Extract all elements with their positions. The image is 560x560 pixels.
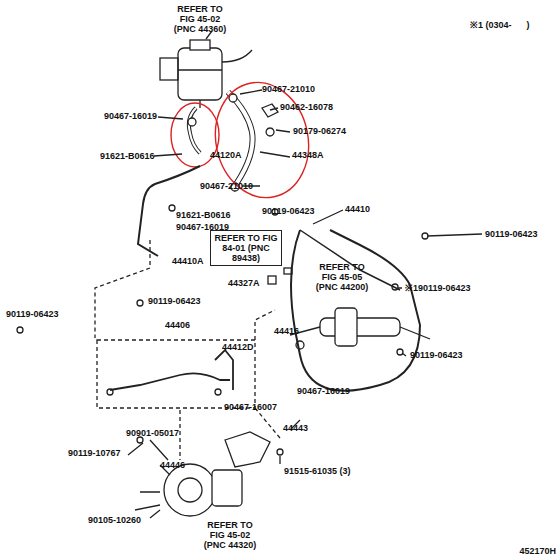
- part-number: 90105-10260: [88, 515, 141, 525]
- part-number: 90119-06423: [6, 309, 59, 319]
- part-number: ※190119-06423: [405, 283, 471, 293]
- part-number: 90119-10767: [68, 448, 121, 458]
- part-number: 91621-B0616: [176, 210, 231, 220]
- part-number: 44412D: [222, 342, 254, 352]
- part-number: 44120A: [210, 150, 242, 160]
- part-number: 90119-06423: [148, 296, 201, 306]
- part-number: 44416: [274, 326, 299, 336]
- part-number: 90467-16019: [104, 111, 157, 121]
- part-number: 44410: [345, 204, 370, 214]
- part-number: 90901-05017: [126, 428, 179, 438]
- reference-note: REFER TO FIG 45-02 (PNC 44320): [200, 520, 260, 550]
- reference-box: REFER TO FIG 84-01 (PNC 89438): [210, 230, 282, 266]
- part-number: 44443: [283, 423, 308, 433]
- part-number: 44348A: [292, 150, 324, 160]
- part-number: 90467-21010: [200, 181, 253, 191]
- part-number: 91621-B0616: [100, 151, 155, 161]
- reference-note: REFER TO FIG 45-02 (PNC 44360): [170, 4, 230, 34]
- part-number: 44410A: [172, 256, 204, 266]
- part-number: 90119-06423: [410, 350, 463, 360]
- part-number: 90467-16019: [176, 222, 229, 232]
- part-number: 44327A: [228, 278, 260, 288]
- part-number: 90467-16019: [297, 386, 350, 396]
- part-number: 90119-06423: [485, 229, 538, 239]
- part-number: 44406: [165, 320, 190, 330]
- part-number: 90467-16007: [224, 402, 277, 412]
- part-number: 90179-06274: [293, 126, 346, 136]
- part-number: 90462-16078: [280, 102, 333, 112]
- part-number: 90119-06423: [262, 206, 315, 216]
- reference-note: REFER TO FIG 45-05 (PNC 44200): [312, 262, 372, 292]
- reference-note: REFER TO FIG 84-01 (PNC 89438): [214, 233, 278, 263]
- part-number: 91515-61035 (3): [284, 466, 351, 476]
- part-number: 44446: [160, 460, 185, 470]
- part-number: 90467-21010: [262, 84, 315, 94]
- part-number: ※1 (0304- ): [470, 20, 530, 30]
- part-number: 452170H: [519, 546, 556, 556]
